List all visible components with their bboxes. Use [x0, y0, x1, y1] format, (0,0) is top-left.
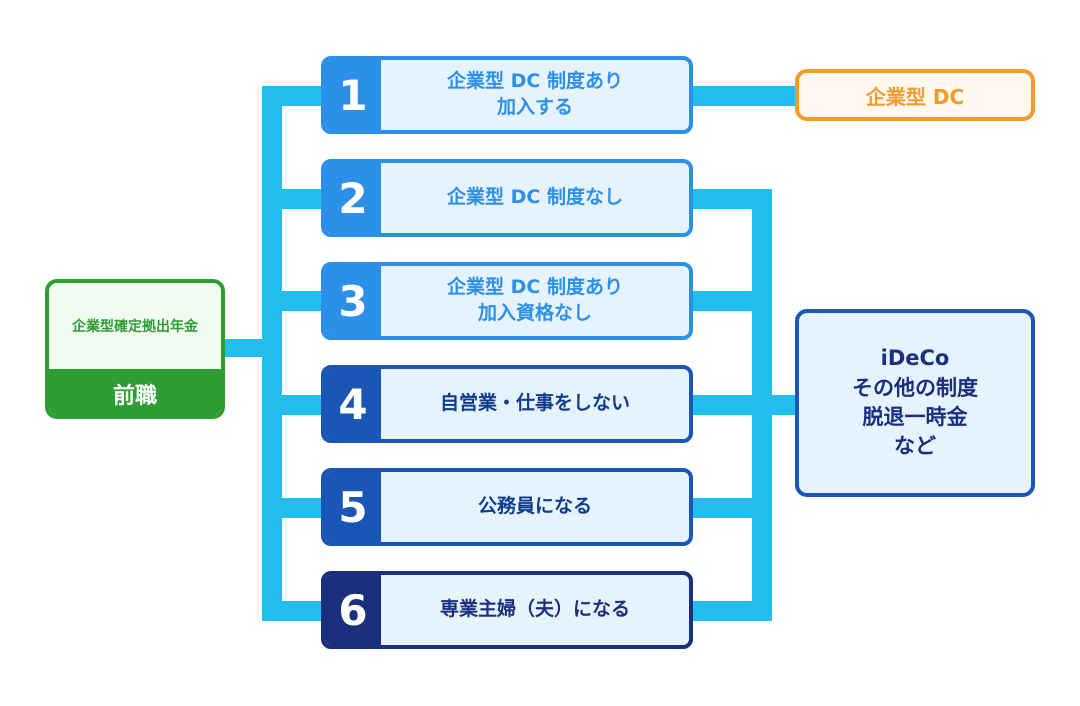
option-label-line: 企業型 DC 制度あり	[447, 276, 623, 299]
option-6: 6 専業主婦（夫）になる	[321, 571, 693, 649]
option-number: 5	[325, 472, 381, 542]
option-number: 2	[325, 163, 381, 233]
option-number: 4	[325, 369, 381, 439]
option-label-line: 企業型 DC 制度あり	[447, 70, 623, 93]
result-ideco-line: 脱退一時金	[862, 405, 968, 429]
result-ideco-line: iDeCo	[880, 346, 950, 371]
option-5: 5 公務員になる	[321, 468, 693, 546]
option-label-line: 企業型 DC 制度なし	[447, 186, 623, 209]
option-4: 4 自営業・仕事をしない	[321, 365, 693, 443]
option-label: 公務員になる	[381, 472, 689, 542]
option-1: 1 企業型 DC 制度あり 加入する	[321, 56, 693, 134]
option-label-line: 自営業・仕事をしない	[439, 392, 630, 415]
option-label: 企業型 DC 制度あり 加入する	[381, 60, 689, 130]
option-label-line: 加入資格なし	[477, 302, 592, 324]
result-ideco-line: など	[894, 434, 936, 459]
option-3: 3 企業型 DC 制度あり 加入資格なし	[321, 262, 693, 340]
option-label-line: 専業主婦（夫）になる	[439, 598, 630, 621]
source-bottom-label: 前職	[49, 369, 221, 415]
option-number: 3	[325, 266, 381, 336]
source-top-label: 企業型確定拠出年金	[49, 283, 221, 369]
option-label-line: 公務員になる	[477, 495, 592, 518]
option-number: 6	[325, 575, 381, 645]
previous-job-box: 企業型確定拠出年金 前職	[45, 279, 225, 419]
option-2: 2 企業型 DC 制度なし	[321, 159, 693, 237]
option-label-line: 加入する	[496, 96, 573, 118]
result-ideco-line: その他の制度	[852, 375, 978, 400]
option-number: 1	[325, 60, 381, 130]
result-corporate-dc: 企業型 DC	[795, 69, 1035, 121]
option-label: 企業型 DC 制度なし	[381, 163, 689, 233]
option-label: 自営業・仕事をしない	[381, 369, 689, 439]
option-label: 専業主婦（夫）になる	[381, 575, 689, 645]
result-ideco: iDeCo その他の制度 脱退一時金 など	[795, 309, 1035, 497]
option-label: 企業型 DC 制度あり 加入資格なし	[381, 266, 689, 336]
